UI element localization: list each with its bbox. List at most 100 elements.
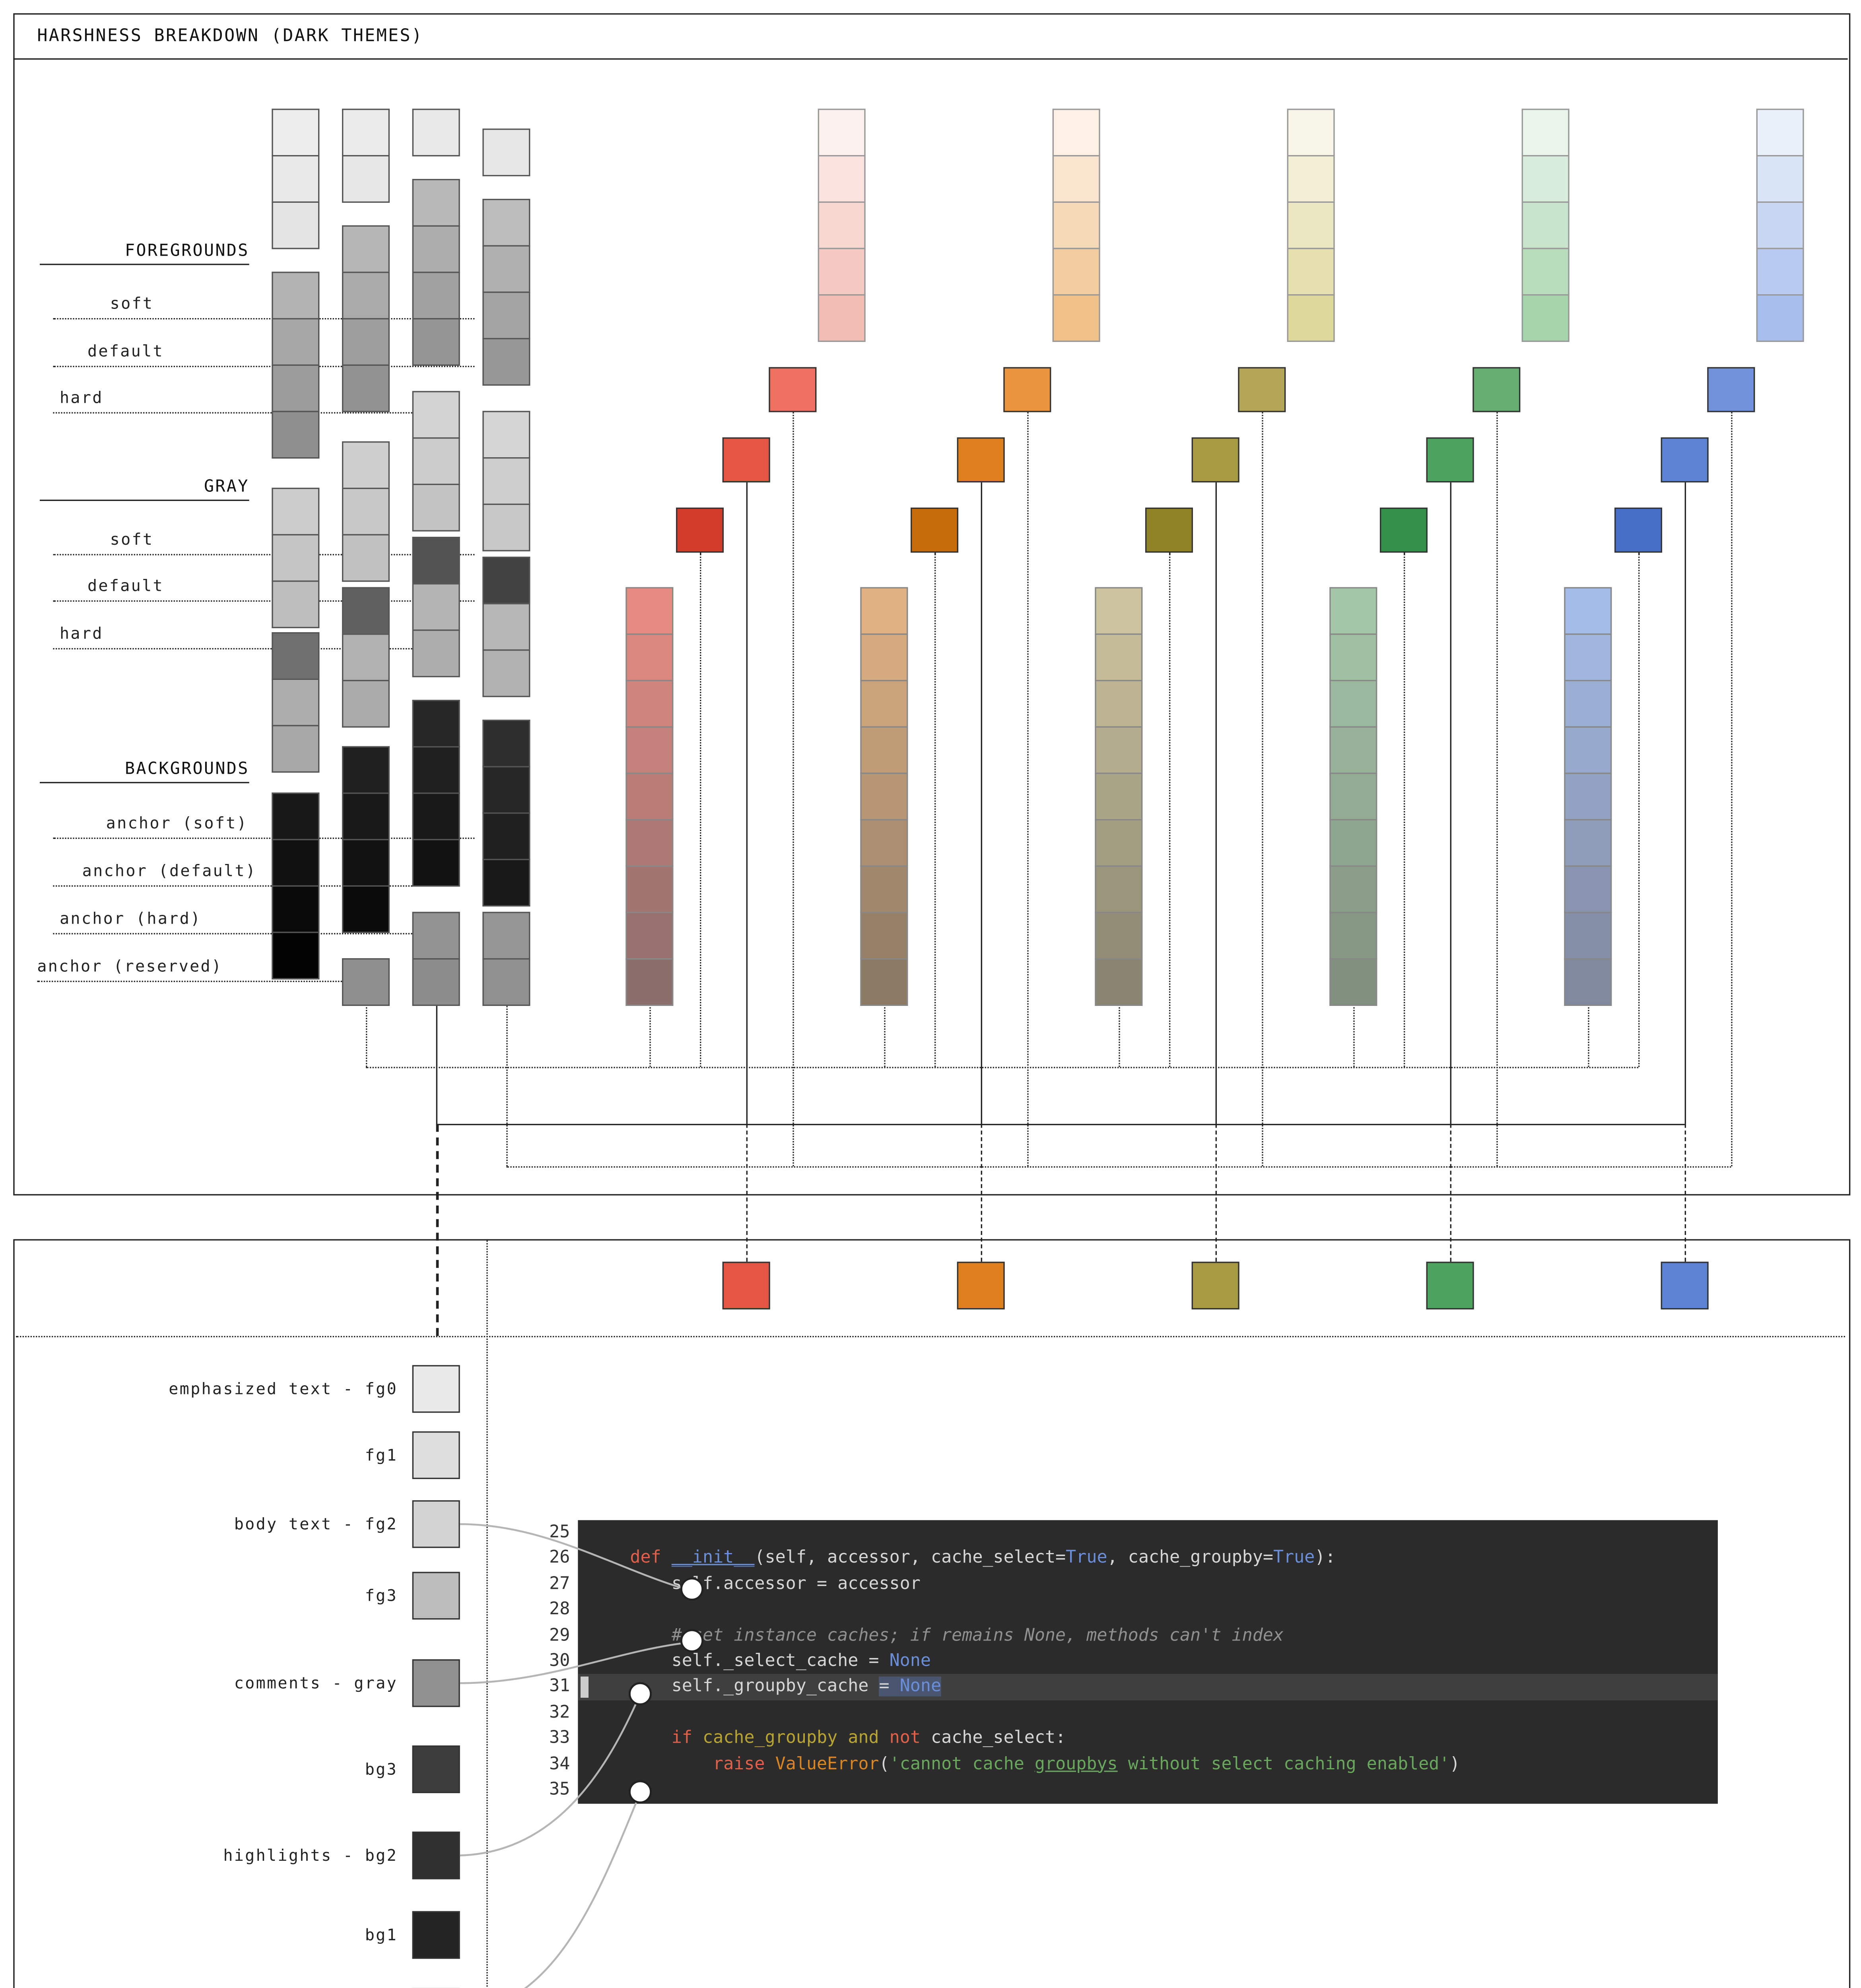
legend-fg3-swatch bbox=[412, 1572, 460, 1620]
legend-fg1-swatch bbox=[412, 1431, 460, 1479]
code-token: self._groupby_cache bbox=[588, 1677, 879, 1697]
gray-column-4-swatch bbox=[482, 411, 530, 459]
col2-riser bbox=[365, 1004, 367, 1067]
line-number: 26 bbox=[549, 1548, 570, 1569]
line-number: 28 bbox=[549, 1600, 570, 1620]
code-token: True bbox=[1066, 1548, 1107, 1569]
default-riser bbox=[1215, 482, 1217, 1124]
code-token: raise bbox=[713, 1754, 765, 1774]
red-muted-swatch bbox=[626, 958, 674, 1006]
line-number: 27 bbox=[549, 1574, 570, 1594]
gray-column-3-swatch bbox=[412, 109, 460, 157]
green-hard-accent-swatch bbox=[1379, 507, 1428, 553]
olive-muted-swatch bbox=[1095, 912, 1143, 960]
accent-drop bbox=[1450, 1124, 1451, 1262]
code-token bbox=[661, 1549, 672, 1569]
code-token: self.accessor = accessor bbox=[588, 1574, 921, 1594]
code-line: if cache_groupby and not cache_select: bbox=[578, 1726, 1718, 1751]
code-token: ( bbox=[879, 1754, 890, 1774]
leader-line bbox=[53, 885, 412, 887]
code-token: cache_groupby bbox=[703, 1728, 838, 1749]
gray-column-4-swatch bbox=[482, 858, 530, 907]
green-pastel-swatch bbox=[1521, 201, 1570, 249]
gray-column-2-swatch bbox=[342, 839, 390, 887]
green-default-accent-swatch bbox=[1426, 437, 1474, 483]
gray-column-3-swatch bbox=[412, 583, 460, 631]
olive-soft-accent-swatch bbox=[1238, 367, 1286, 412]
blue-muted-swatch bbox=[1564, 912, 1612, 960]
leader-line bbox=[53, 365, 475, 367]
green-pastel-swatch bbox=[1521, 109, 1570, 157]
hard-riser bbox=[699, 552, 701, 1067]
col4-riser bbox=[506, 1004, 508, 1167]
accent-olive-swatch bbox=[1191, 1262, 1239, 1310]
orange-default-accent-swatch bbox=[957, 437, 1005, 483]
red-hard-accent-swatch bbox=[676, 507, 724, 553]
row-label-gray-hard: hard bbox=[59, 624, 103, 643]
code-token bbox=[589, 1626, 672, 1646]
code-token: without select caching enabled' bbox=[1117, 1754, 1450, 1774]
gray-column-3-swatch bbox=[412, 839, 460, 887]
gray-column-1-swatch bbox=[272, 364, 320, 412]
gray-column-2-swatch bbox=[342, 441, 390, 489]
code-line bbox=[578, 1597, 1718, 1623]
red-pastel-swatch bbox=[818, 155, 866, 203]
gray-column-3-swatch bbox=[412, 699, 460, 747]
olive-pastel-swatch bbox=[1287, 248, 1335, 296]
gray-column-1-swatch bbox=[272, 792, 320, 841]
leader-line bbox=[53, 837, 475, 839]
code-token bbox=[589, 1549, 630, 1569]
red-muted-swatch bbox=[626, 912, 674, 960]
code-line: def __init__(self, accessor, cache_selec… bbox=[578, 1546, 1718, 1572]
gray-column-3-swatch bbox=[412, 629, 460, 678]
olive-muted-swatch bbox=[1095, 958, 1143, 1006]
code-area: def __init__(self, accessor, cache_selec… bbox=[578, 1520, 1718, 1804]
muted-riser bbox=[1119, 1004, 1120, 1067]
gray-column-2-swatch bbox=[342, 272, 390, 320]
orange-muted-swatch bbox=[860, 633, 908, 681]
green-muted-swatch bbox=[1329, 679, 1377, 728]
gray-column-3-swatch bbox=[412, 746, 460, 794]
legend-bg2-swatch bbox=[412, 1831, 460, 1879]
legend-bg2-label: highlights - bg2 bbox=[223, 1846, 398, 1865]
gray-column-3-swatch bbox=[412, 225, 460, 273]
red-pastel-swatch bbox=[818, 201, 866, 249]
hard-riser bbox=[934, 552, 936, 1067]
gray-column-4-swatch bbox=[482, 812, 530, 860]
legend-axis bbox=[486, 1239, 488, 1988]
blue-hard-accent-swatch bbox=[1614, 507, 1662, 553]
green-soft-accent-swatch bbox=[1472, 367, 1521, 412]
code-token: = bbox=[879, 1677, 900, 1697]
legend-fg0-label: emphasized text - fg0 bbox=[169, 1379, 398, 1398]
olive-muted-swatch bbox=[1095, 633, 1143, 681]
accent-drop bbox=[746, 1124, 748, 1262]
olive-muted-swatch bbox=[1095, 865, 1143, 913]
line-number: 33 bbox=[549, 1728, 570, 1749]
muted-riser bbox=[1353, 1004, 1355, 1067]
red-muted-swatch bbox=[626, 726, 674, 774]
gray-column-4-swatch bbox=[482, 291, 530, 340]
code-token bbox=[837, 1728, 848, 1748]
row-label-gray-default: default bbox=[87, 576, 164, 595]
green-muted-swatch bbox=[1329, 958, 1377, 1006]
olive-pastel-swatch bbox=[1287, 109, 1335, 157]
orange-pastel-swatch bbox=[1052, 248, 1100, 296]
blue-pastel-swatch bbox=[1756, 248, 1804, 296]
code-token: not bbox=[889, 1728, 921, 1749]
olive-pastel-swatch bbox=[1287, 294, 1335, 342]
gray-column-4-swatch bbox=[482, 719, 530, 767]
accent-orange-swatch bbox=[957, 1262, 1005, 1310]
olive-muted-swatch bbox=[1095, 773, 1143, 821]
row-label-anchor-default: anchor (default) bbox=[82, 861, 257, 880]
code-token: ): bbox=[1315, 1548, 1336, 1569]
legend-bus bbox=[16, 1336, 1845, 1338]
blue-muted-swatch bbox=[1564, 679, 1612, 728]
red-pastel-swatch bbox=[818, 109, 866, 157]
gray-column-4-swatch bbox=[482, 649, 530, 697]
blue-muted-swatch bbox=[1564, 958, 1612, 1006]
code-token: (self, accessor, cache_select= bbox=[754, 1548, 1066, 1569]
gray-column-3-swatch bbox=[412, 792, 460, 841]
legend-bg1-swatch bbox=[412, 1911, 460, 1959]
line-number: 29 bbox=[549, 1625, 570, 1646]
blue-muted-swatch bbox=[1564, 865, 1612, 913]
